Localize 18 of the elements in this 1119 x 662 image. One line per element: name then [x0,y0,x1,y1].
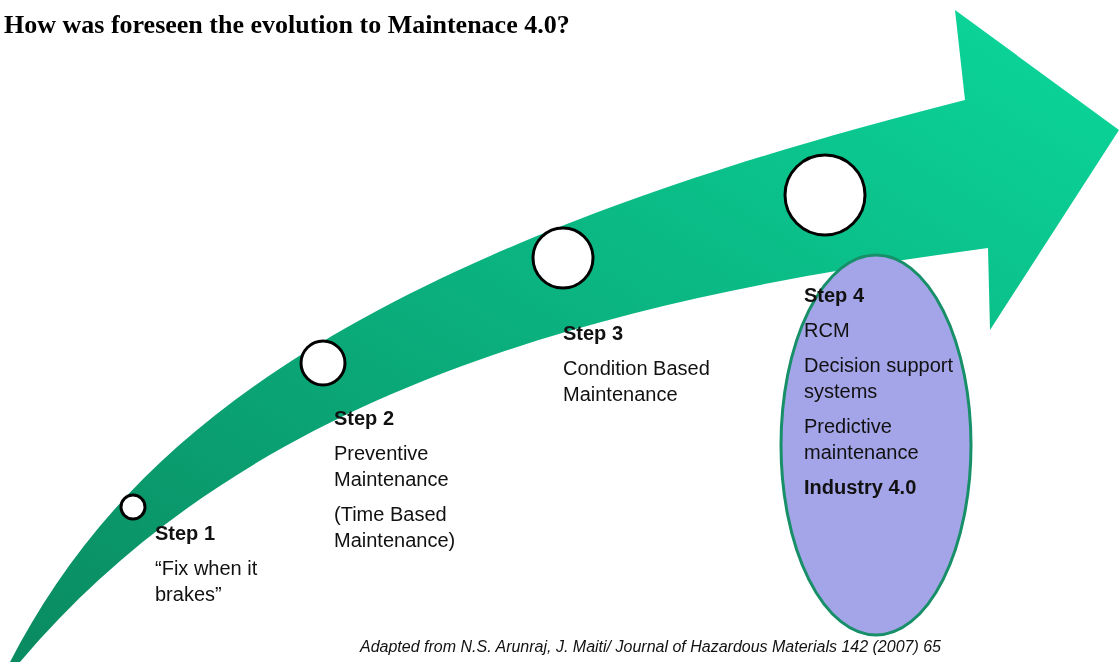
step-text: (Time Based Maintenance) [334,502,457,553]
milestone-circle [783,153,867,237]
step-heading: Step 1 [155,521,217,546]
step-text: Decision support systems [804,353,954,404]
step-heading: Step 2 [334,406,396,431]
milestone-circle [119,493,147,521]
title: How was foreseen the evolution to Maintenace 4.0? [4,10,570,40]
step-text: Condition Based Maintenance [563,356,711,407]
step-text: RCM [804,318,851,343]
step-text: Industry 4.0 [804,475,918,500]
step-text: Predictive maintenance [804,414,920,465]
milestone-circle [299,339,347,387]
milestone-circle [531,226,595,290]
source-citation: Adapted from N.S. Arunraj, J. Maiti/ Journal of Hazardous Materials 142 (2007) 65 [360,638,941,656]
step-ellipse [779,253,973,637]
step-text: “Fix when it brakes” [155,556,259,607]
step-heading: Step 3 [563,321,625,346]
step-text: Preventive Maintenance [334,441,450,492]
